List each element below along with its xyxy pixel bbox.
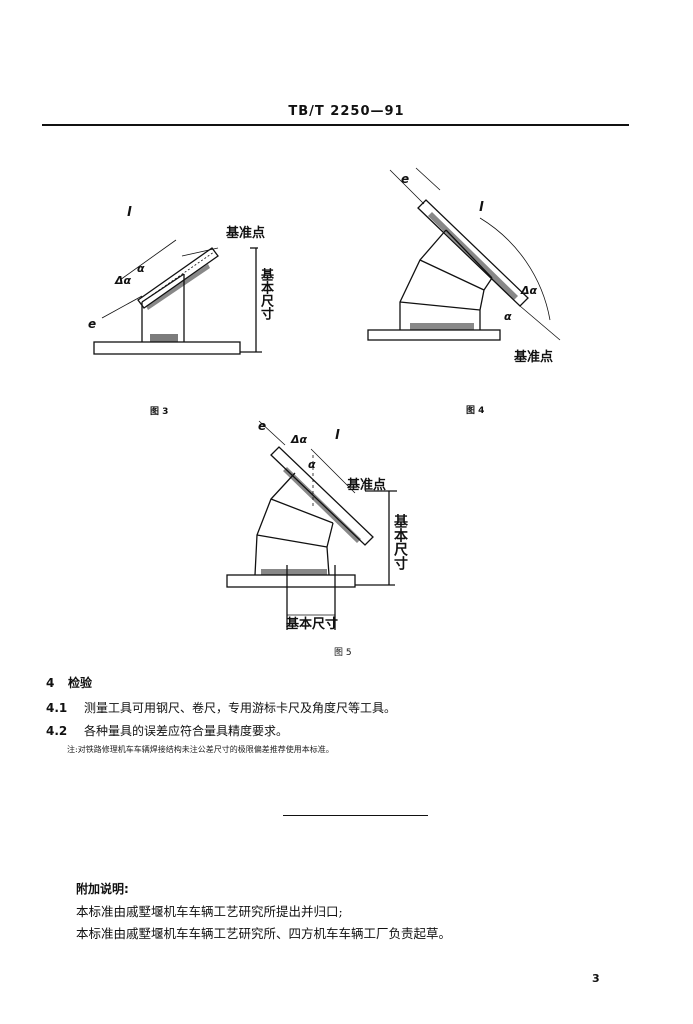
standard-code: TB/T 2250—91 xyxy=(288,104,405,119)
page-number: 3 xyxy=(592,972,600,985)
fig4-right-contour xyxy=(479,277,493,330)
fig4-dalpha-label: Δα xyxy=(521,284,538,297)
fig3-alpha-label: α xyxy=(137,262,145,275)
section-number: 4 xyxy=(46,676,55,690)
section-item: 4.1 测量工具可用钢尺、卷尺，专用游标卡尺及角度尺等工具。 xyxy=(46,699,396,716)
fig4-base-plate xyxy=(367,329,501,341)
section-item: 4.2 各种量具的误差应符合量具精度要求。 xyxy=(46,722,288,739)
fig3-e-label: e xyxy=(88,317,97,331)
figure-4-drawing xyxy=(367,167,561,341)
additional-notes-line: 本标准由戚墅堰机车车辆工艺研究所提出并归口; xyxy=(76,904,343,919)
section-title: 检验 xyxy=(68,676,93,690)
fig4-e-label: e xyxy=(401,172,410,186)
fig4-l-label: l xyxy=(479,200,484,215)
figure-4-caption: 图 4 xyxy=(466,406,485,416)
fig5-base-plate xyxy=(226,574,356,588)
fig4-datum-label: 基准点 xyxy=(514,350,554,365)
fig3-base-plate xyxy=(93,341,241,355)
item-number: 4.2 xyxy=(46,724,68,738)
fig5-datum-label: 基准点 xyxy=(347,478,387,493)
fig3-datum-label: 基准点 xyxy=(226,226,266,241)
figure-5-caption: 图 5 xyxy=(334,648,352,658)
fig3-l-label: l xyxy=(127,205,132,220)
fig3-size-label: 基本尺寸 xyxy=(258,268,273,320)
footnote: 注:对铁路修理机车车辆焊接结构未注公差尺寸的极限偏差推荐使用本标准。 xyxy=(67,745,334,754)
fig3-dalpha-label: Δα xyxy=(115,274,132,287)
fig3-inclined-plate xyxy=(137,247,219,309)
fig4-inclined-plate xyxy=(417,199,529,307)
fig5-e-label: e xyxy=(258,419,267,433)
fig5-size-vertical-label: 基本尺寸 xyxy=(392,514,408,570)
fig5-alpha-label: α xyxy=(308,458,316,471)
section-heading: 4 检验 xyxy=(46,674,92,691)
fig4-alpha-label: α xyxy=(504,310,512,323)
header-rule xyxy=(42,124,629,126)
fig5-l-label: l xyxy=(335,428,340,443)
fig5-size-horizontal-label: 基本尺寸 xyxy=(286,617,339,632)
figure-3-caption: 图 3 xyxy=(150,407,169,417)
item-text: 各种量具的误差应符合量具精度要求。 xyxy=(84,724,289,738)
fig5-dalpha-label: Δα xyxy=(291,433,308,446)
fig5-right-contour xyxy=(326,522,334,576)
additional-notes-title: 附加说明: xyxy=(76,882,129,896)
additional-notes-line: 本标准由戚墅堰机车车辆工艺研究所、四方机车车辆工厂负责起草。 xyxy=(76,926,452,941)
fig5-inclined-plate xyxy=(270,446,374,546)
fig4-left-contour xyxy=(399,229,447,330)
item-number: 4.1 xyxy=(46,701,68,715)
figure-3-drawing xyxy=(93,239,262,355)
item-text: 测量工具可用钢尺、卷尺，专用游标卡尺及角度尺等工具。 xyxy=(84,701,397,715)
fig5-left-contour xyxy=(254,472,296,576)
figure-5-drawing xyxy=(226,420,397,630)
separator-rule xyxy=(283,815,428,816)
